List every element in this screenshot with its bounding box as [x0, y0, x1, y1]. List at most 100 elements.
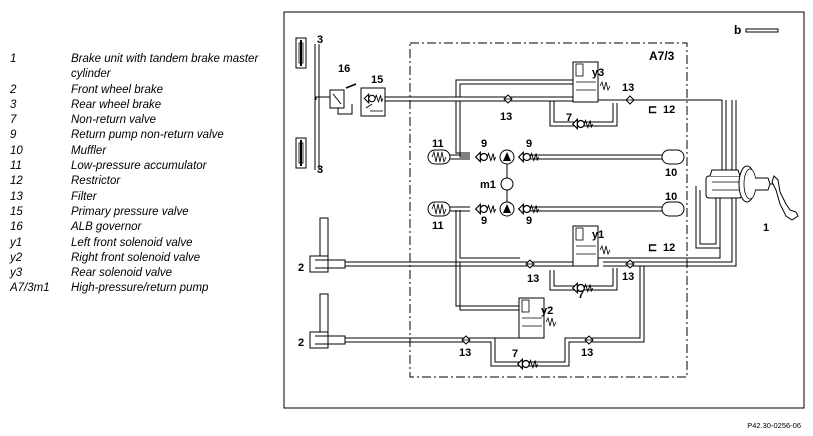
pump-nrv-top-inlet: [475, 151, 497, 163]
alb-governor: [329, 83, 357, 115]
legend-number: 3: [10, 98, 17, 111]
label-accumulator-top: 11: [432, 138, 444, 150]
legend-item: 9 Return pump non-return valve: [10, 128, 275, 143]
legend-number: 11: [10, 160, 22, 173]
label-nrv-left-front: 7: [578, 289, 584, 301]
legend-number: y3: [10, 267, 23, 280]
legend-item: 10 Muffler: [10, 144, 275, 159]
nrv-rear: [572, 118, 594, 130]
rear-brake-top: [295, 37, 307, 69]
front-brake-bottom: [309, 293, 346, 349]
primary-pressure-valve: [360, 87, 386, 117]
legend-number: A7/3m1: [10, 282, 50, 295]
legend-description: Brake unit with tandem brake master cyli…: [71, 53, 259, 81]
label-pump-nrv-top-in: 9: [481, 138, 487, 150]
legend-description: Muffler: [71, 144, 107, 157]
low-pressure-accumulator-top: [427, 149, 451, 165]
legend-item: 7 Non-return valve: [10, 113, 275, 128]
restrictor-bottom-symbol: ⊏: [648, 242, 657, 254]
legend-description: Left front solenoid valve: [71, 236, 193, 249]
label-filter-right-front-out: 13: [581, 347, 593, 359]
legend-item: 3 Rear wheel brake: [10, 98, 275, 113]
legend-description: Rear wheel brake: [71, 98, 162, 111]
low-pressure-accumulator-bottom: [427, 201, 451, 217]
label-rear-brake-top: 3: [317, 34, 323, 46]
legend-item: 2 Front wheel brake: [10, 83, 275, 98]
muffler-bottom: [661, 201, 685, 217]
legend-number: 1: [10, 53, 17, 65]
label-restrictor-bottom: 12: [663, 242, 675, 254]
legend-item: 15 Primary pressure valve: [10, 205, 275, 220]
brake-unit: [705, 165, 799, 221]
legend-item: 12 Restrictor: [10, 174, 275, 189]
label-alb-governor: 16: [338, 63, 350, 75]
legend-number: 9: [10, 129, 17, 142]
legend-description: High-pressure/return pump: [71, 282, 209, 295]
legend-item: 13 Filter: [10, 190, 275, 205]
pump-nrv-top-outlet: [518, 151, 540, 163]
legend-item: 1 Brake unit with tandem brake master cy…: [10, 52, 275, 83]
pump-nrv-bottom-inlet: [475, 203, 497, 215]
label-rear-brake-bottom: 3: [317, 164, 323, 176]
label-primary-pressure-valve: 15: [371, 74, 383, 86]
label-accumulator-bottom: 11: [432, 220, 444, 232]
legend-description: ALB governor: [71, 221, 142, 234]
legend-number: 16: [10, 221, 23, 234]
filter-rear-inlet: [503, 94, 513, 104]
legend-item: A7/3m1 High-pressure/return pump: [10, 281, 275, 296]
legend-number: 7: [10, 114, 17, 127]
filter-rear-outlet: [625, 95, 635, 105]
label-filter-left-front: 13: [527, 273, 539, 285]
label-front-brake-bottom: 2: [298, 337, 304, 349]
rear-brake-bottom: [295, 137, 307, 169]
line-key-symbol: [745, 28, 779, 33]
label-nrv-rear: 7: [566, 112, 572, 124]
label-right-front-solenoid: y2: [541, 305, 553, 317]
label-filter-rear-in: 13: [500, 111, 512, 123]
filter-right-front-inlet: [461, 335, 471, 345]
label-front-brake-top: 2: [298, 262, 304, 274]
legend: 1 Brake unit with tandem brake master cy…: [10, 52, 275, 297]
legend-description: Front wheel brake: [71, 83, 164, 96]
diagram-frame: [283, 11, 805, 409]
legend-description: Low-pressure accumulator: [71, 160, 207, 173]
legend-description: Rear solenoid valve: [71, 267, 173, 280]
label-pump-nrv-top-out: 9: [526, 138, 532, 150]
label-filter-right-front-in: 13: [459, 347, 471, 359]
legend-number: 2: [10, 83, 17, 96]
legend-description: Filter: [71, 190, 97, 203]
left-front-solenoid-valve: [572, 225, 611, 267]
key-label: b: [734, 23, 741, 37]
hydraulic-unit-boundary: [409, 42, 688, 378]
legend-number: 10: [10, 144, 23, 157]
legend-number: 13: [10, 190, 23, 203]
legend-description: Non-return valve: [71, 114, 157, 127]
filter-right-front-outlet: [584, 335, 594, 345]
label-rear-solenoid: y3: [592, 67, 604, 79]
label-muffler-bottom: 10: [665, 191, 677, 203]
filter-left-front: [525, 259, 535, 269]
figure-reference: P42.30-0256-06: [747, 421, 801, 430]
legend-description: Primary pressure valve: [71, 205, 189, 218]
label-left-front-solenoid: y1: [592, 229, 604, 241]
label-pump-motor: m1: [480, 179, 496, 191]
unit-label: A7/3: [649, 49, 675, 63]
legend-number: 12: [10, 175, 23, 188]
return-pump: [499, 149, 515, 217]
label-brake-unit: 1: [763, 222, 769, 234]
label-pump-nrv-bottom-in: 9: [481, 215, 487, 227]
filter-left-front-outlet: [625, 259, 635, 269]
legend-description: Restrictor: [71, 175, 121, 188]
right-front-solenoid-valve: [518, 297, 557, 339]
muffler-top: [661, 149, 685, 165]
legend-item: y3 Rear solenoid valve: [10, 266, 275, 281]
restrictor-top-symbol: ⊏: [648, 104, 657, 116]
legend-item: 11 Low-pressure accumulator: [10, 159, 275, 174]
legend-number: y2: [10, 251, 23, 264]
legend-item: 16 ALB governor: [10, 220, 275, 235]
label-restrictor-top: 12: [663, 104, 675, 116]
legend-number: y1: [10, 236, 23, 249]
nrv-right-front: [517, 358, 539, 370]
label-filter-rear-out: 13: [622, 82, 634, 94]
